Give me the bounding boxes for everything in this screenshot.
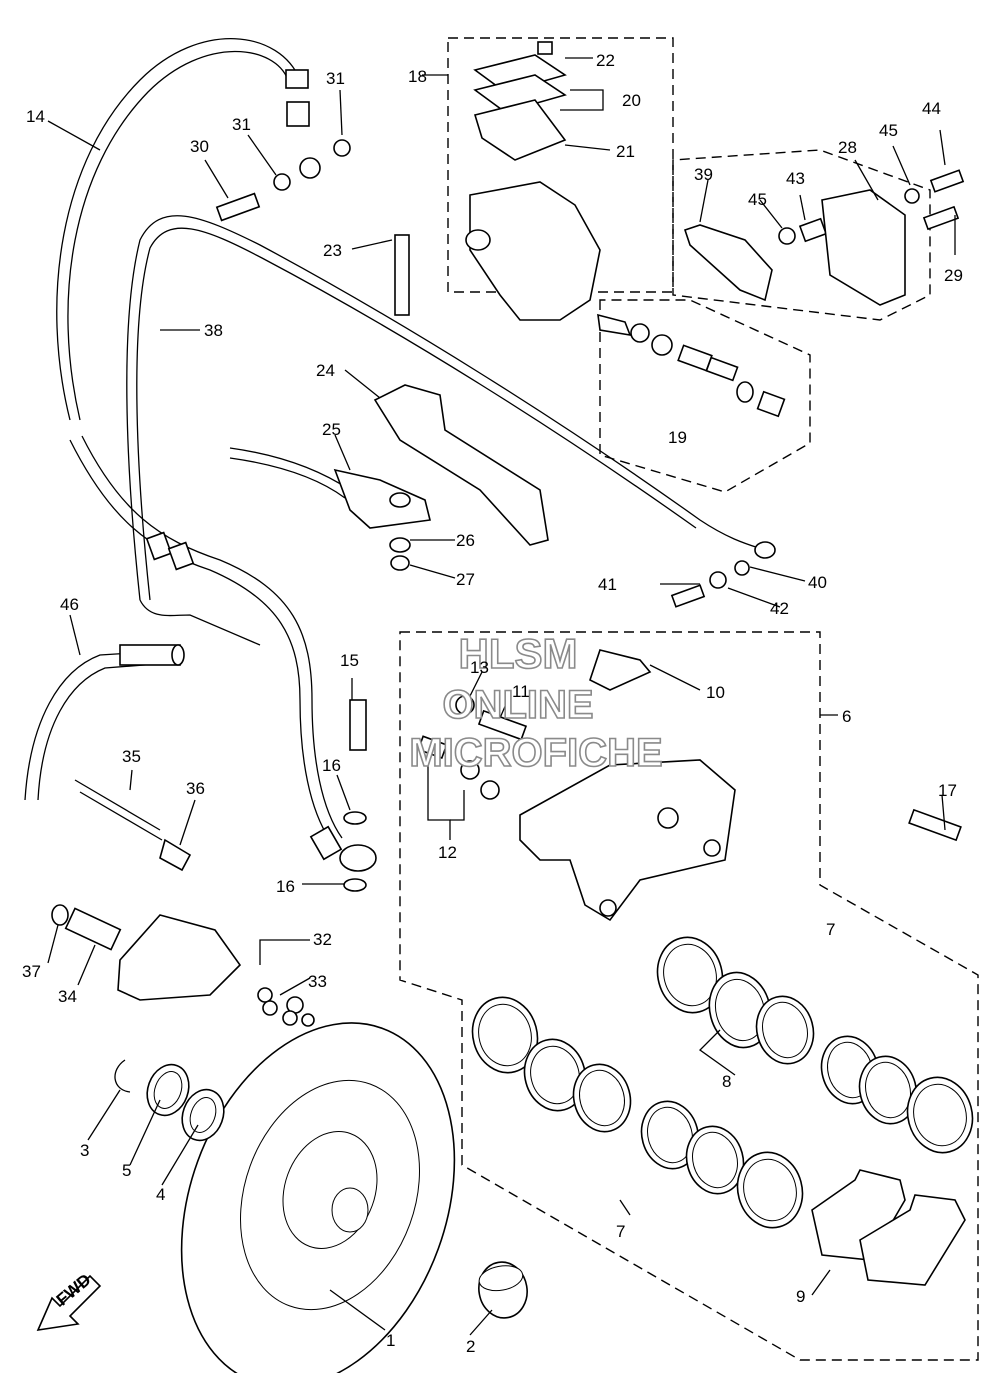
pistons-and-seals <box>471 936 974 1286</box>
callout-44: 44 <box>922 99 941 118</box>
fwd-arrow: FWD <box>36 1270 102 1332</box>
parking-cable <box>24 447 431 801</box>
brake-cable <box>126 215 776 646</box>
callout-13: 13 <box>470 658 489 677</box>
callout-6: 6 <box>842 707 851 726</box>
callout-27: 27 <box>456 570 475 589</box>
callout-5: 5 <box>122 1161 131 1180</box>
callout-32: 32 <box>313 930 332 949</box>
callout-16b: 16 <box>276 877 295 896</box>
callout-25: 25 <box>322 420 341 439</box>
callout-42: 42 <box>770 599 789 618</box>
callout-29: 29 <box>944 266 963 285</box>
callout-14: 14 <box>26 107 45 126</box>
watermark: HLSM ONLINE MICROFICHE <box>409 629 664 776</box>
callout-4: 4 <box>156 1185 165 1204</box>
callout-33: 33 <box>308 972 327 991</box>
caliper <box>417 649 736 922</box>
master-cylinder-assembly-box <box>447 37 674 293</box>
watermark-line-3: MICROFICHE <box>409 731 662 775</box>
callout-9: 9 <box>796 1287 805 1306</box>
callout-1: 1 <box>386 1331 395 1350</box>
callout-43: 43 <box>786 169 805 188</box>
brake-hose <box>56 38 377 872</box>
lever-bracket-box <box>672 149 931 321</box>
watermark-line-2: ONLINE <box>442 683 593 727</box>
callout-26: 26 <box>456 531 475 550</box>
master-cylinder <box>465 41 786 418</box>
hardware-parts <box>51 139 962 1027</box>
watermark-line-1: HLSM <box>459 630 578 677</box>
callout-7b: 7 <box>616 1222 625 1241</box>
callout-12: 12 <box>438 843 457 862</box>
callout-10: 10 <box>706 683 725 702</box>
leader-lines <box>47 57 956 1336</box>
callout-45a: 45 <box>748 190 767 209</box>
callout-labels: 1 2 3 4 5 6 7 7 8 9 10 11 12 13 14 15 16… <box>22 51 963 1356</box>
callout-30: 30 <box>190 137 209 156</box>
callout-38: 38 <box>204 321 223 340</box>
callout-2: 2 <box>466 1337 475 1356</box>
callout-46: 46 <box>60 595 79 614</box>
callout-34: 34 <box>58 987 77 1006</box>
callout-20: 20 <box>622 91 641 110</box>
brake-disc <box>114 1022 528 1373</box>
lever-bracket-parts <box>683 169 965 306</box>
callout-3: 3 <box>80 1141 89 1160</box>
callout-28: 28 <box>838 138 857 157</box>
callout-15: 15 <box>340 651 359 670</box>
callout-31b: 31 <box>326 69 345 88</box>
callout-39: 39 <box>694 165 713 184</box>
callout-8: 8 <box>722 1072 731 1091</box>
callout-21: 21 <box>616 142 635 161</box>
callout-16a: 16 <box>322 756 341 775</box>
callout-41: 41 <box>598 575 617 594</box>
callout-37: 37 <box>22 962 41 981</box>
callout-23: 23 <box>323 241 342 260</box>
callout-45b: 45 <box>879 121 898 140</box>
callout-7a: 7 <box>826 920 835 939</box>
callout-40: 40 <box>808 573 827 592</box>
callout-11: 11 <box>512 682 530 701</box>
callout-24: 24 <box>316 361 335 380</box>
callout-19: 19 <box>668 428 687 447</box>
callout-22: 22 <box>596 51 615 70</box>
callout-31a: 31 <box>232 115 251 134</box>
callout-18: 18 <box>408 67 427 86</box>
caliper-assembly-box <box>399 631 979 1361</box>
callout-35: 35 <box>122 747 141 766</box>
callout-17: 17 <box>938 781 957 800</box>
callout-36: 36 <box>186 779 205 798</box>
